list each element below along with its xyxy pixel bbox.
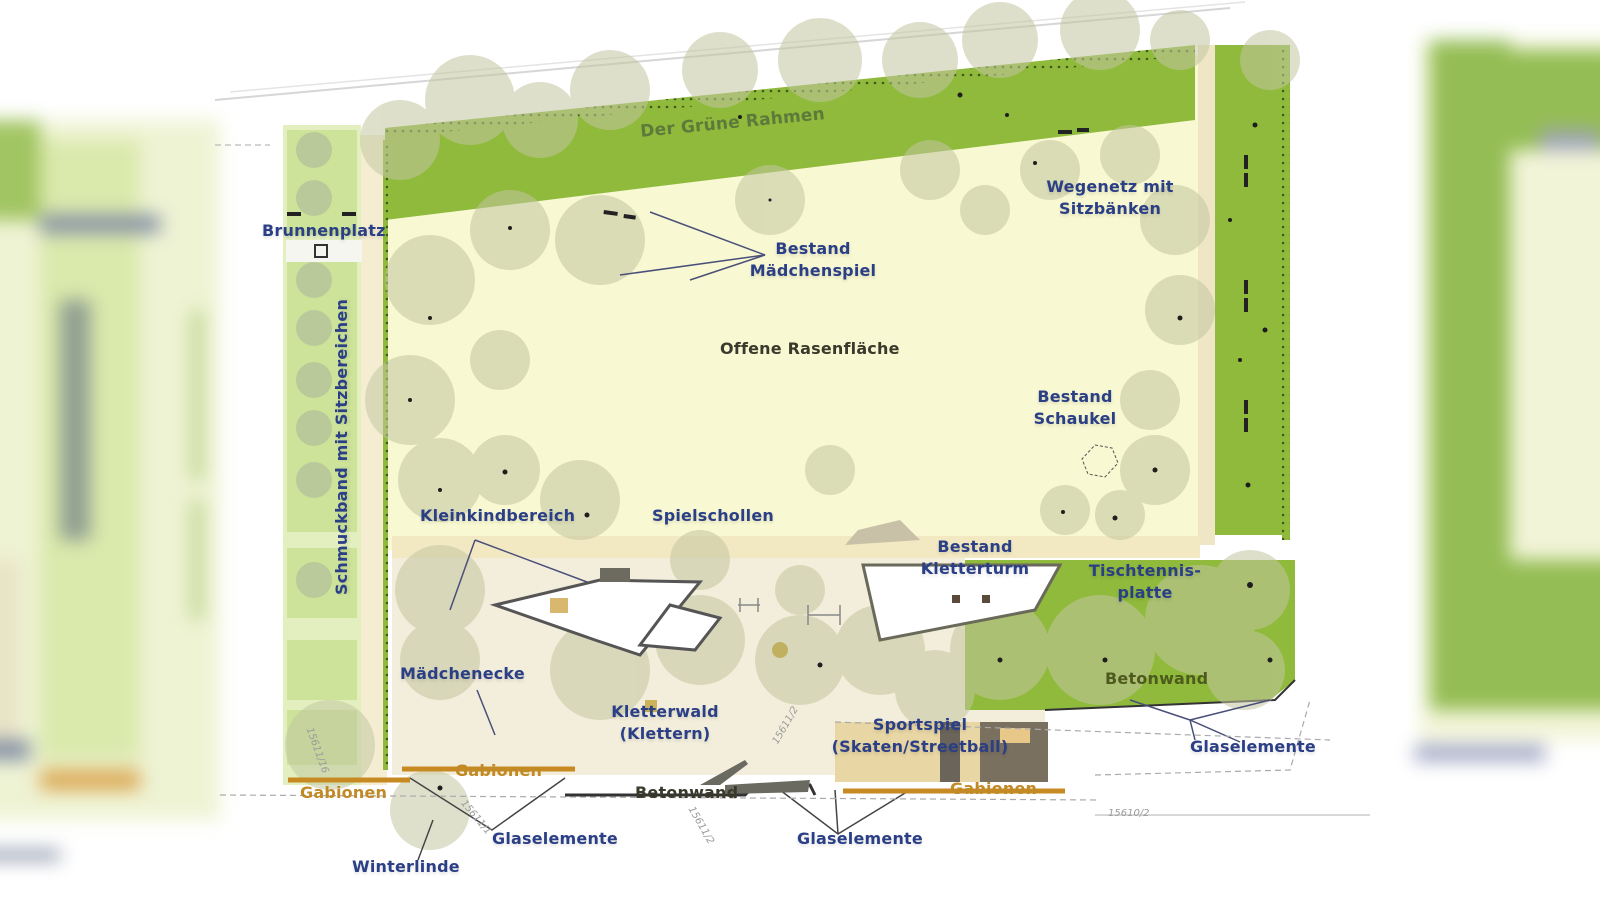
label-glass-elements-bottom-left: Glaselemente: [492, 829, 618, 848]
label-toddler-area: Kleinkindbereich: [420, 506, 576, 525]
label-climbing-forest: Kletterwald (Klettern): [611, 702, 719, 743]
label-open-lawn: Offene Rasenfläche: [720, 339, 900, 358]
label-ornamental-band: Schmuckband mit Sitzbereichen: [332, 298, 351, 595]
ornamental-band: [283, 125, 387, 785]
label-girls-corner: Mädchenecke: [400, 664, 525, 683]
label-sport-game: Sportspiel (Skaten/Streetball): [831, 715, 1009, 756]
label-fountain-square: Brunnenplatz: [262, 221, 386, 240]
label-gabions-left: Gabionen: [300, 783, 388, 802]
fountain-icon: [314, 244, 328, 258]
label-table-tennis: Tischtennis- platte: [1088, 561, 1202, 602]
label-gabions-center: Gabionen: [455, 761, 543, 780]
label-existing-climbing-tower: Bestand Kletterturm: [920, 537, 1030, 578]
label-gabions-right: Gabionen: [950, 779, 1038, 798]
label-path-network: Wegenetz mit Sitzbänken: [1046, 177, 1174, 218]
label-glass-elements-right: Glaselemente: [1190, 737, 1316, 756]
blurred-right-margin: [1400, 0, 1600, 900]
label-existing-swing: Bestand Schaukel: [1033, 387, 1117, 428]
label-existing-girls-play: Bestand Mädchenspiel: [749, 239, 877, 280]
blurred-left-margin: [0, 0, 220, 900]
play-floes: [489, 568, 723, 657]
label-concrete-wall-bottom: Betonwand: [635, 783, 739, 802]
label-winter-linden: Winterlinde: [352, 857, 460, 876]
label-glass-elements-bottom-center: Glaselemente: [797, 829, 923, 848]
label-concrete-wall-right: Betonwand: [1105, 669, 1209, 688]
parcel-label: 15610/2: [1108, 808, 1150, 819]
label-play-floes: Spielschollen: [652, 506, 774, 525]
